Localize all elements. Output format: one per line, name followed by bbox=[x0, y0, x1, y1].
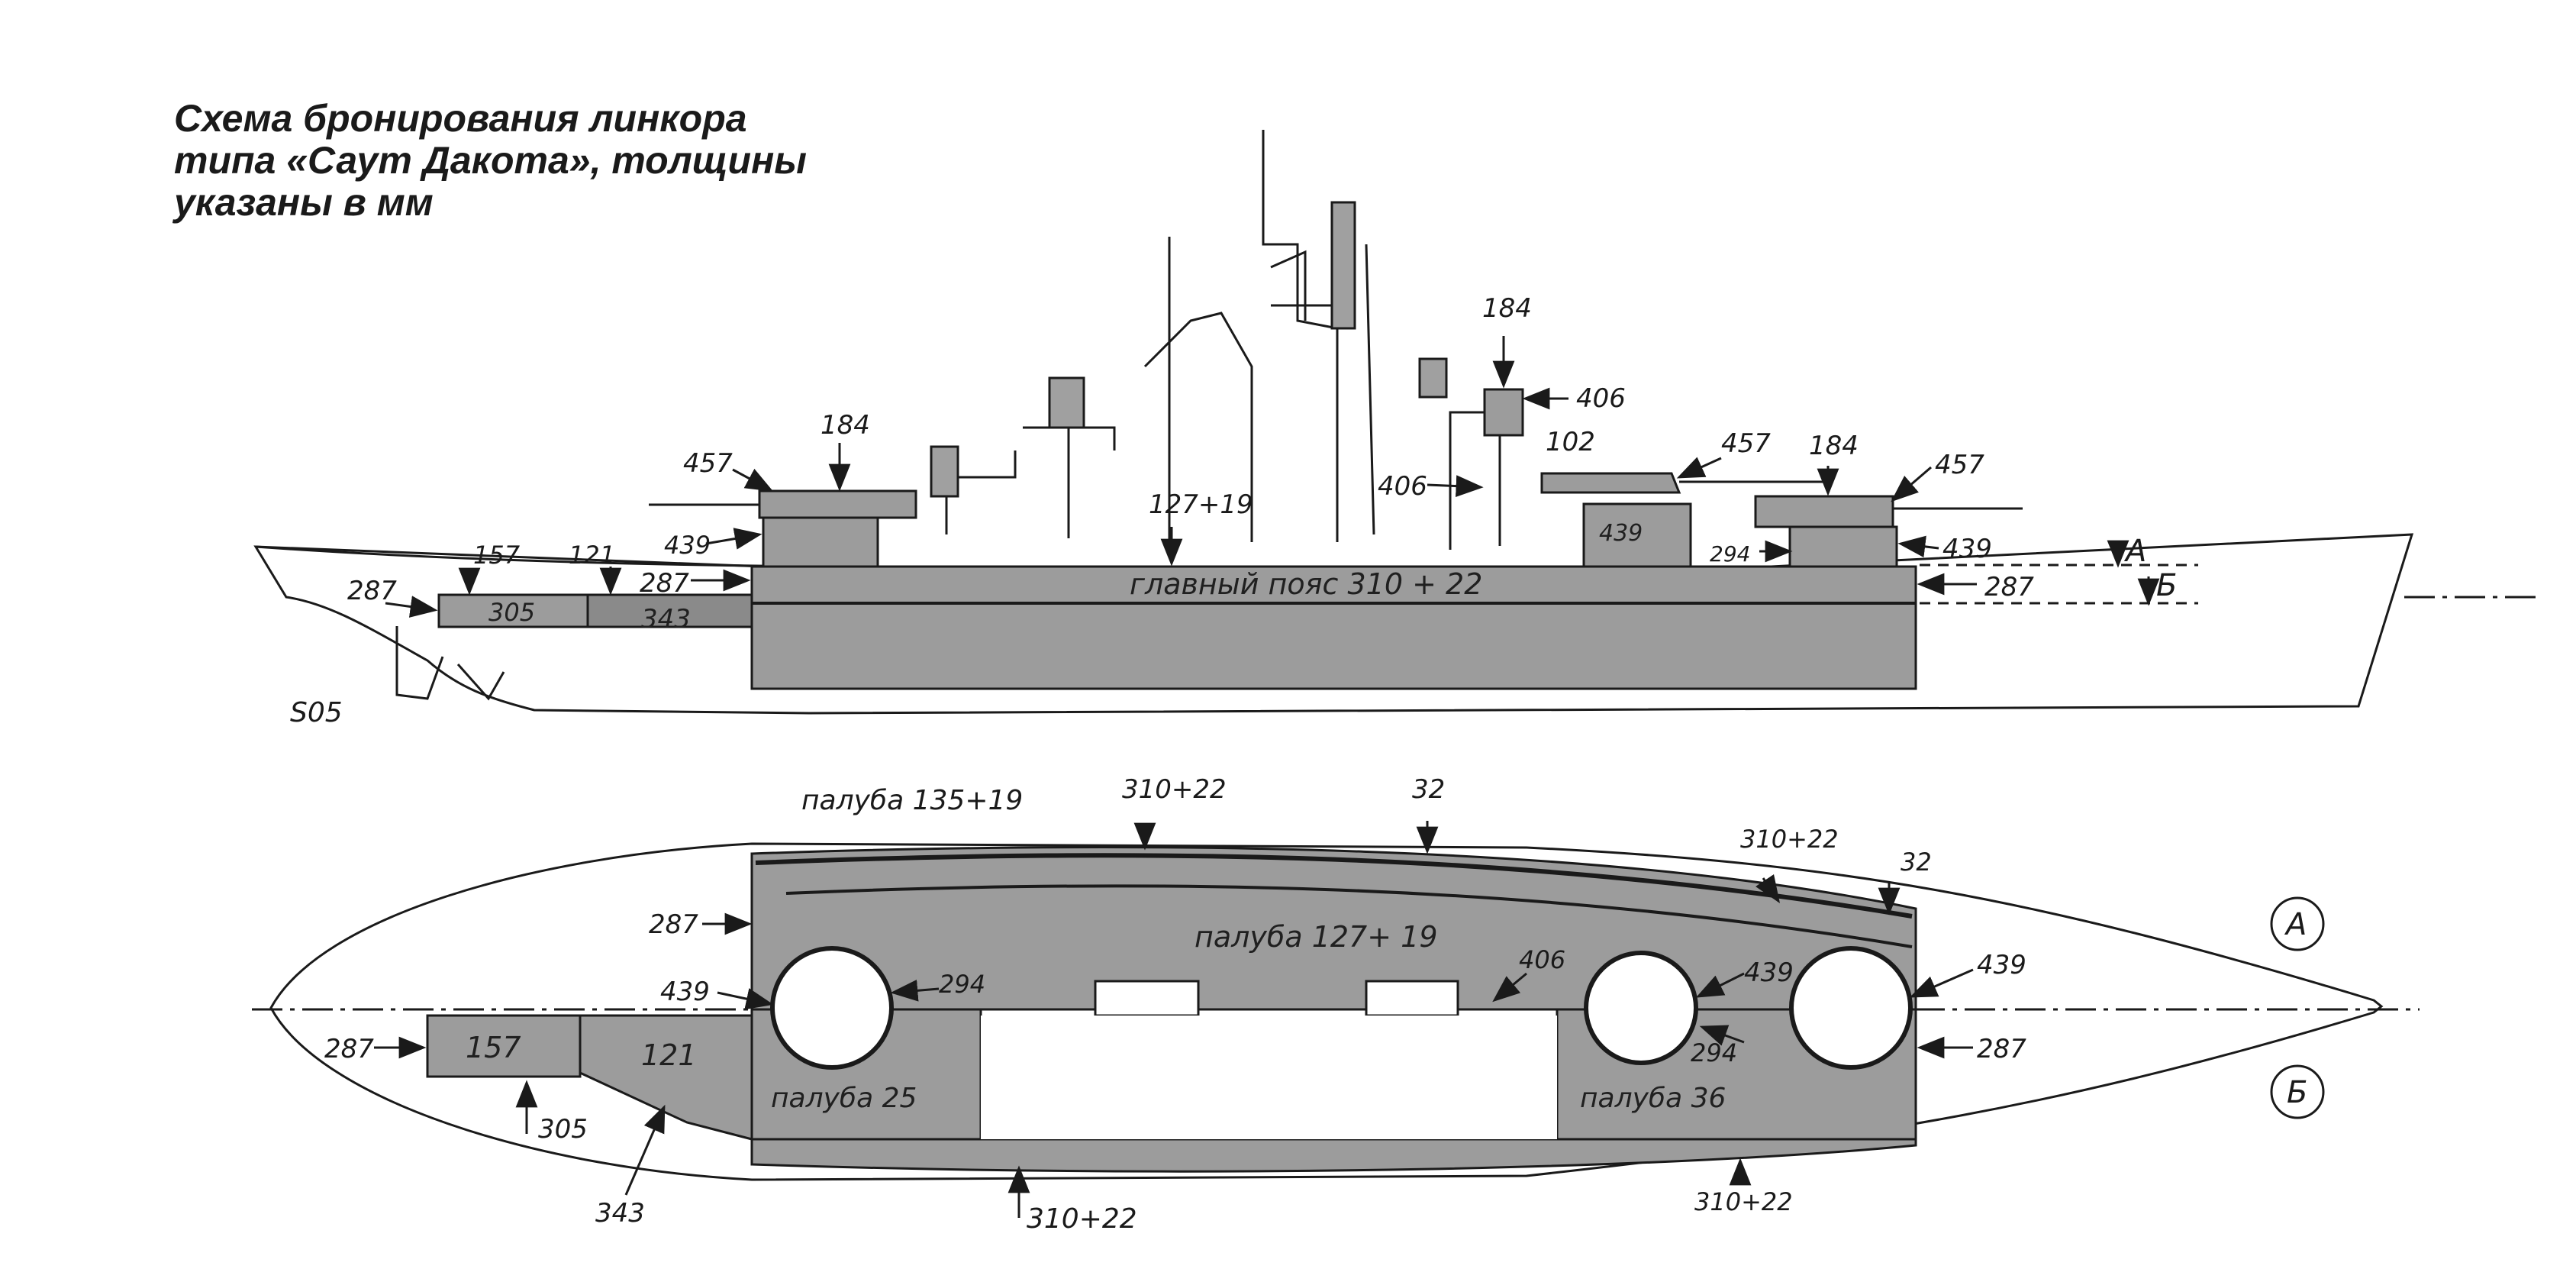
drawing-number: S05 bbox=[290, 697, 343, 728]
lower-belt-strip bbox=[750, 1138, 1917, 1173]
tower-upper bbox=[1330, 201, 1356, 330]
conning-tower-tube bbox=[1449, 411, 1501, 550]
hull-outline bbox=[253, 533, 2414, 715]
deck-main-label: палуба 127+ 19 bbox=[1195, 920, 1438, 954]
section-b-circle-label: Б bbox=[2287, 1075, 2307, 1110]
hull-plan-outline bbox=[269, 842, 2384, 1181]
plan-view bbox=[252, 842, 2420, 1181]
label-287-mid: 287 bbox=[640, 568, 689, 599]
side-profile-view bbox=[253, 130, 2542, 715]
inner-deck-edge bbox=[785, 884, 1913, 948]
barbette-2 bbox=[1584, 951, 1698, 1065]
fwd-director-post bbox=[945, 450, 1017, 534]
side-belt-band bbox=[755, 853, 1913, 919]
deck-hatch-2 bbox=[1365, 980, 1459, 1017]
label-287-right: 287 bbox=[1977, 1034, 2026, 1064]
mid-barbette bbox=[1582, 502, 1692, 568]
label-157: 157 bbox=[473, 541, 521, 570]
deck-hatch-1 bbox=[1094, 980, 1200, 1017]
label-406-left: 406 bbox=[1378, 471, 1427, 502]
label-310-right: 310+22 bbox=[1740, 825, 1839, 854]
label-457-aft: 457 bbox=[1935, 450, 1984, 480]
mid-barbette-label: 439 bbox=[1599, 520, 1643, 547]
caption-line-1: Схема бронирования линкора bbox=[174, 97, 747, 140]
label-439-left: 439 bbox=[660, 977, 710, 1007]
rudder bbox=[395, 626, 444, 700]
profile-callout-arrows bbox=[385, 336, 2160, 618]
label-457-mid: 457 bbox=[1721, 428, 1771, 459]
funnel bbox=[1143, 312, 1253, 542]
aft-turret bbox=[1754, 495, 1894, 528]
label-457-fwd: 457 bbox=[683, 448, 733, 479]
label-343: 343 bbox=[595, 1198, 645, 1229]
label-439-fwd: 439 bbox=[664, 531, 711, 560]
fwd-armor-block-305 bbox=[437, 593, 589, 628]
fwd-block-305-label: 305 bbox=[488, 598, 535, 627]
section-a-circle-label: А bbox=[2284, 907, 2307, 942]
fwd-turret bbox=[758, 489, 917, 519]
label-406: 406 bbox=[1519, 945, 1565, 974]
label-310-bottom: 310+22 bbox=[1027, 1203, 1137, 1235]
fwd-director bbox=[930, 445, 959, 498]
block-121-label: 121 bbox=[641, 1038, 697, 1072]
figure-caption: Схема бронирования линкора типа «Саут Да… bbox=[174, 98, 846, 224]
label-184-fwd: 184 bbox=[821, 410, 870, 441]
section-b-mark: Б bbox=[2156, 568, 2177, 603]
fwd-barbette bbox=[762, 516, 879, 568]
aft-director bbox=[1418, 357, 1448, 399]
caption-line-2: типа «Саут Дакота», толщины bbox=[174, 139, 808, 182]
main-mast bbox=[1262, 130, 1339, 542]
belt-label: главный пояс 310 + 22 bbox=[1130, 567, 1482, 601]
tower-struts bbox=[1270, 244, 1375, 535]
bridge-block bbox=[1048, 376, 1085, 429]
label-287-lower-left: 287 bbox=[324, 1034, 374, 1064]
label-287-left: 287 bbox=[347, 576, 397, 606]
armor-block-121 bbox=[579, 1014, 753, 1141]
propeller-shaft bbox=[456, 664, 505, 701]
label-310-bottom-right: 310+22 bbox=[1694, 1187, 1793, 1216]
section-a-mark: A bbox=[2123, 534, 2146, 569]
label-32-top: 32 bbox=[1412, 774, 1445, 805]
deck-fwd-label: палуба 25 bbox=[771, 1083, 917, 1114]
label-287-upper-left: 287 bbox=[649, 909, 698, 940]
unarmored-midship bbox=[981, 1016, 1557, 1139]
label-184-bridge: 184 bbox=[1482, 293, 1532, 324]
deck-upper-label: палуба 135+19 bbox=[801, 785, 1023, 816]
barbette-3 bbox=[1789, 946, 1913, 1070]
label-184-aft: 184 bbox=[1809, 431, 1859, 461]
bridge-mast bbox=[1023, 426, 1116, 538]
deck-aft-label: палуба 36 bbox=[1580, 1083, 1726, 1114]
label-102: 102 bbox=[1546, 427, 1595, 457]
label-294-left: 294 bbox=[939, 970, 985, 999]
label-294: 294 bbox=[1710, 541, 1750, 567]
conning-tower bbox=[1483, 388, 1524, 437]
label-439-aft: 439 bbox=[1942, 534, 1992, 564]
caption-line-3: указаны в мм bbox=[174, 181, 434, 224]
label-439-right: 439 bbox=[1977, 950, 2026, 980]
fwd-block-343-label: 343 bbox=[641, 604, 691, 635]
label-32-right: 32 bbox=[1901, 848, 1932, 877]
block-157-label: 157 bbox=[466, 1031, 521, 1064]
label-406-right: 406 bbox=[1576, 383, 1626, 414]
barbette-1 bbox=[770, 946, 894, 1070]
aft-barbette bbox=[1788, 525, 1898, 568]
label-310-top: 310+22 bbox=[1122, 774, 1227, 805]
label-287-right: 287 bbox=[1984, 572, 2034, 602]
profile-labels: S05 главный пояс 310 + 22 305 343 439 28… bbox=[290, 293, 2177, 728]
label-294-mid: 294 bbox=[1691, 1038, 1737, 1067]
section-a-circle bbox=[2270, 896, 2325, 951]
label-305: 305 bbox=[538, 1114, 588, 1145]
fwd-armor-block-343 bbox=[586, 593, 753, 628]
mid-turret bbox=[1540, 472, 1681, 494]
label-439-mid: 439 bbox=[1744, 957, 1794, 988]
section-b-circle bbox=[2270, 1064, 2325, 1119]
label-121: 121 bbox=[569, 541, 615, 570]
plan-callout-arrows bbox=[374, 821, 1974, 1218]
label-127-19: 127+19 bbox=[1149, 489, 1253, 520]
plan-labels: палуба 135+19 палуба 127+ 19 палуба 25 п… bbox=[324, 774, 2307, 1235]
